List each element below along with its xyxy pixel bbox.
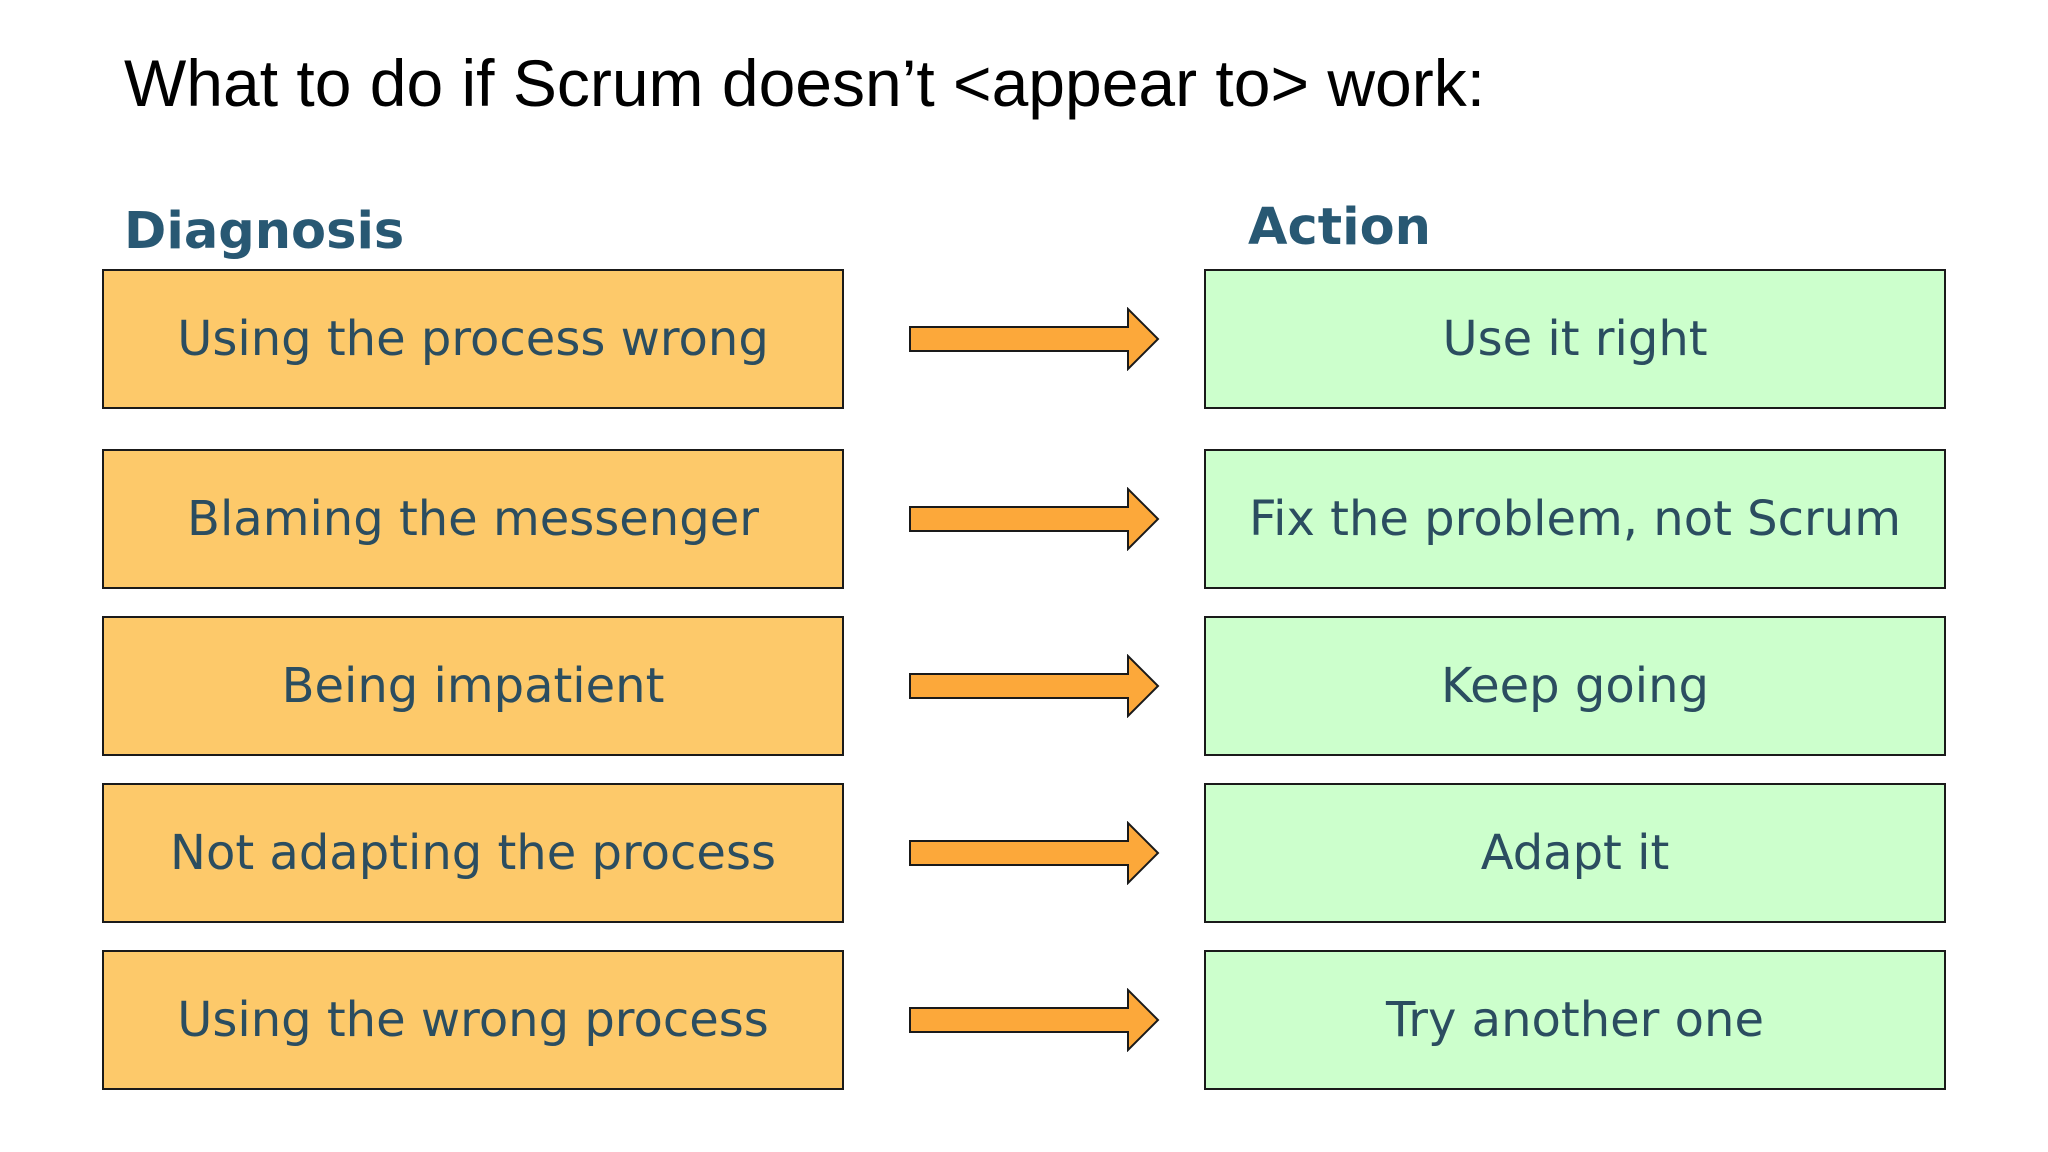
diagnosis-box: Not adapting the process	[102, 783, 844, 923]
slide-title: What to do if Scrum doesn’t <appear to> …	[124, 46, 1486, 120]
diagnosis-heading: Diagnosis	[124, 202, 405, 261]
right-arrow-icon	[908, 307, 1160, 371]
diagnosis-box: Using the process wrong	[102, 269, 844, 409]
action-box: Keep going	[1204, 616, 1946, 756]
right-arrow-icon	[908, 821, 1160, 885]
diagnosis-box: Being impatient	[102, 616, 844, 756]
action-box: Try another one	[1204, 950, 1946, 1090]
action-box: Adapt it	[1204, 783, 1946, 923]
action-box: Fix the problem, not Scrum	[1204, 449, 1946, 589]
diagnosis-box: Blaming the messenger	[102, 449, 844, 589]
right-arrow-icon	[908, 654, 1160, 718]
action-box: Use it right	[1204, 269, 1946, 409]
right-arrow-icon	[908, 487, 1160, 551]
right-arrow-icon	[908, 988, 1160, 1052]
action-heading: Action	[1248, 198, 1431, 257]
diagnosis-box: Using the wrong process	[102, 950, 844, 1090]
